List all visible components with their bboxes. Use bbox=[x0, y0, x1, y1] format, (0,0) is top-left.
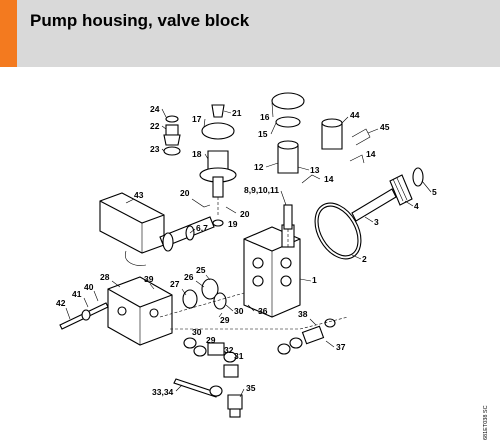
callout-36: 36 bbox=[258, 306, 268, 316]
callout-27: 27 bbox=[170, 279, 180, 289]
callout-21: 21 bbox=[232, 108, 242, 118]
part-42-bolt bbox=[59, 302, 109, 330]
accent-stripe bbox=[0, 0, 17, 67]
callout-14-b: 14 bbox=[366, 149, 376, 159]
callout-2: 2 bbox=[362, 254, 367, 264]
callout-26: 26 bbox=[184, 272, 194, 282]
callout-31: 31 bbox=[234, 351, 244, 361]
callout-45: 45 bbox=[380, 122, 390, 132]
part-28-valve-block bbox=[107, 276, 173, 346]
callout-3: 3 bbox=[374, 217, 379, 227]
callout-37: 37 bbox=[336, 342, 346, 352]
callout-6-7: 6,7 bbox=[196, 223, 208, 233]
callout-22: 22 bbox=[150, 121, 160, 131]
callout-32: 32 bbox=[224, 345, 234, 355]
callout-35: 35 bbox=[246, 383, 256, 393]
part-44-45-valve-body bbox=[321, 118, 371, 164]
callout-25: 25 bbox=[196, 265, 206, 275]
callout-30-b: 30 bbox=[192, 327, 202, 337]
part-2-o-ring bbox=[314, 202, 362, 260]
drawing-code: 681ET038 SC bbox=[483, 405, 489, 440]
callout-39: 39 bbox=[144, 274, 154, 284]
callout-20-b: 20 bbox=[240, 209, 250, 219]
part-19-washer bbox=[212, 219, 224, 227]
callout-20-a: 20 bbox=[180, 188, 190, 198]
callout-5: 5 bbox=[432, 187, 437, 197]
callout-29-a: 29 bbox=[220, 315, 230, 325]
callout-14-a: 14 bbox=[324, 174, 334, 184]
callout-12: 12 bbox=[254, 162, 264, 172]
callout-8-9-10-11: 8,9,10,11 bbox=[244, 185, 279, 195]
callout-43: 43 bbox=[134, 190, 144, 200]
callout-16: 16 bbox=[260, 112, 270, 122]
callout-1: 1 bbox=[312, 275, 317, 285]
part-17-18-21-stem bbox=[199, 104, 237, 198]
callout-30-a: 30 bbox=[234, 306, 244, 316]
callout-38: 38 bbox=[298, 309, 308, 319]
callout-23: 23 bbox=[150, 144, 160, 154]
drawing-code-text: 681ET038 SC bbox=[483, 405, 489, 440]
callout-24: 24 bbox=[150, 104, 160, 114]
callout-17: 17 bbox=[192, 114, 202, 124]
part-25-26-27-seals bbox=[182, 278, 227, 310]
header-bar: Pump housing, valve block bbox=[0, 0, 500, 67]
callout-15: 15 bbox=[258, 129, 268, 139]
callout-33-34: 33,34 bbox=[152, 387, 174, 397]
callout-40: 40 bbox=[84, 282, 94, 292]
callout-44: 44 bbox=[350, 110, 360, 120]
part-1-pump-housing bbox=[243, 224, 301, 318]
callout-29-b: 29 bbox=[206, 335, 216, 345]
part-29-35-valve-parts bbox=[173, 337, 243, 418]
part-22-23-24-fitting bbox=[163, 115, 181, 156]
part-36-37-38-valve-parts bbox=[277, 318, 336, 355]
callout-19: 19 bbox=[228, 219, 238, 229]
part-12-15-16-plunger bbox=[271, 92, 305, 230]
callout-28: 28 bbox=[100, 272, 110, 282]
part-3-4-5-spring-assembly bbox=[351, 167, 424, 222]
part-43-unloader-housing bbox=[99, 192, 165, 266]
page-title: Pump housing, valve block bbox=[30, 11, 250, 30]
callout-13: 13 bbox=[310, 165, 320, 175]
callout-42: 42 bbox=[56, 298, 66, 308]
callout-18: 18 bbox=[192, 149, 202, 159]
callout-4: 4 bbox=[414, 201, 419, 211]
exploded-parts-diagram: 1 2 3 4 5 6,7 8,9,10,11 12 13 14 14 15 1… bbox=[56, 92, 437, 418]
callout-41: 41 bbox=[72, 289, 82, 299]
